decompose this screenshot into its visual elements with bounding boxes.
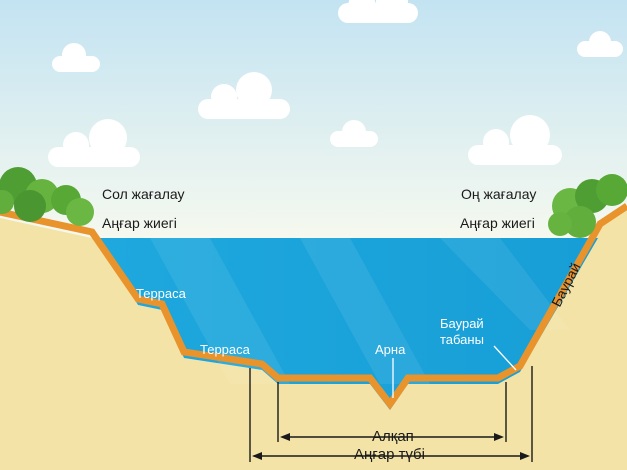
- water: [96, 238, 598, 410]
- ground: [0, 208, 627, 470]
- cloud: [468, 115, 562, 165]
- slope-foot-pointer: [493, 345, 517, 371]
- slope-foot-label-line1: Баурай: [440, 316, 484, 331]
- valley-outline: [0, 203, 627, 410]
- upper-terrace-label: Терраса: [136, 286, 186, 301]
- cloud: [577, 31, 623, 57]
- pointer-lines: [392, 345, 517, 398]
- cloud: [330, 120, 378, 147]
- cloud: [338, 0, 418, 23]
- slope-foot-label-line2: табаны: [440, 332, 484, 347]
- floodplain-label: Алқап: [372, 428, 414, 445]
- cloud: [48, 119, 140, 167]
- right-bank-label: Оң жағалау: [461, 186, 537, 202]
- water-streaks: [150, 238, 570, 384]
- trees-left: [0, 167, 94, 226]
- lower-terrace-label: Терраса: [200, 342, 250, 357]
- valley-floor-label: Аңғар түбі: [354, 446, 425, 463]
- cloud: [198, 72, 290, 119]
- dimension-lines: [249, 366, 533, 462]
- clouds: [48, 0, 623, 167]
- channel-label: Арна: [375, 342, 406, 357]
- cloud: [52, 43, 100, 72]
- trees-right: [548, 174, 627, 238]
- right-valley-edge-label: Аңғар жиегі: [460, 215, 535, 231]
- left-bank-label: Сол жағалау: [102, 186, 185, 202]
- left-valley-edge-label: Аңғар жиегі: [102, 215, 177, 231]
